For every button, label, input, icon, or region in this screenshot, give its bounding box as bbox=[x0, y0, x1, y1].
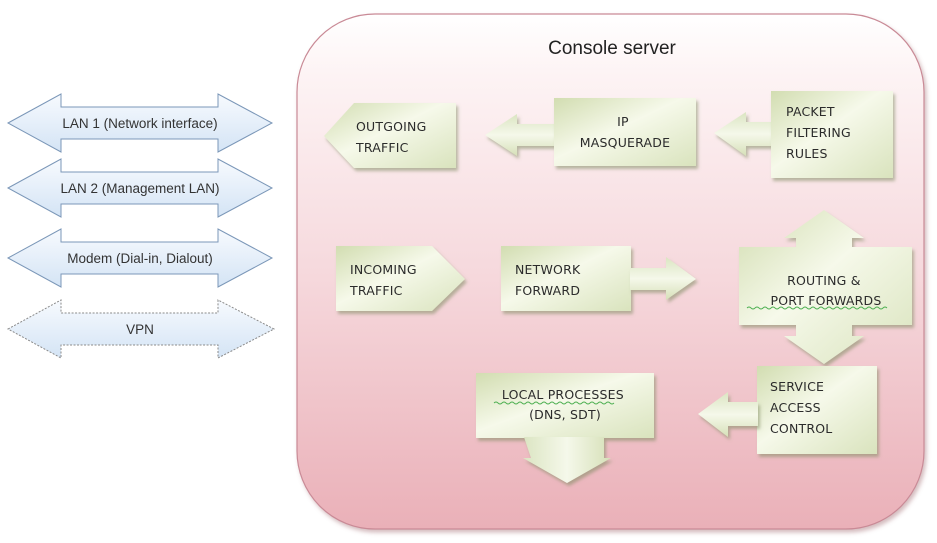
node-ip-masquerade: IP MASQUERADE bbox=[554, 98, 696, 166]
node-label: PACKET FILTERING RULES bbox=[786, 104, 855, 161]
node-service-access-control: SERVICE ACCESS CONTROL bbox=[757, 366, 877, 454]
spellcheck-underline bbox=[746, 306, 888, 310]
node-label: INCOMING TRAFFIC bbox=[349, 262, 421, 298]
double-arrow-icon bbox=[6, 158, 274, 218]
interface-label-modem: Modem (Dial-in, Dialout) bbox=[67, 251, 213, 266]
down-arrow-icon bbox=[523, 437, 611, 483]
right-arrow-icon bbox=[630, 257, 696, 300]
node-routing-port-forwards: ROUTING & PORT FORWARDS bbox=[739, 210, 912, 364]
left-arrow-icon bbox=[714, 112, 774, 156]
left-arrow-icon bbox=[698, 392, 758, 437]
double-arrow-dashed-icon bbox=[6, 299, 276, 359]
node-outgoing-traffic: OUTGOING TRAFFIC bbox=[324, 103, 456, 168]
interface-arrow-lan1: LAN 1 (Network interface) bbox=[6, 93, 274, 153]
interfaces-group: LAN 1 (Network interface) LAN 2 (Managem… bbox=[6, 93, 276, 359]
interface-arrow-vpn: VPN bbox=[6, 299, 276, 359]
up-down-arrow-callout-shape bbox=[739, 210, 912, 364]
double-arrow-icon bbox=[6, 93, 274, 153]
box-shape bbox=[476, 373, 654, 438]
interface-label-lan2: LAN 2 (Management LAN) bbox=[60, 181, 219, 196]
node-label: SERVICE ACCESS CONTROL bbox=[770, 379, 832, 436]
box-shape bbox=[501, 246, 631, 311]
box-shape bbox=[757, 366, 877, 454]
interface-arrow-lan2: LAN 2 (Management LAN) bbox=[6, 158, 274, 218]
interface-label-lan1: LAN 1 (Network interface) bbox=[62, 116, 217, 131]
node-label: ROUTING & PORT FORWARDS bbox=[770, 273, 881, 308]
box-shape bbox=[554, 98, 696, 166]
node-network-forward: NETWORK FORWARD bbox=[501, 246, 631, 311]
node-label: LOCAL PROCESSES (DNS, SDT) bbox=[502, 387, 628, 422]
spellcheck-underline bbox=[493, 401, 615, 405]
node-label: NETWORK FORWARD bbox=[515, 262, 585, 298]
node-local-processes: LOCAL PROCESSES (DNS, SDT) bbox=[476, 373, 654, 438]
pentagon-left-shape bbox=[324, 103, 456, 168]
interface-label-vpn: VPN bbox=[126, 322, 154, 337]
node-packet-filtering-rules: PACKET FILTERING RULES bbox=[771, 91, 893, 178]
left-arrow-icon bbox=[485, 114, 555, 156]
interface-arrow-modem: Modem (Dial-in, Dialout) bbox=[6, 228, 274, 288]
box-shape bbox=[771, 91, 893, 178]
pentagon-right-shape bbox=[336, 246, 465, 311]
node-label: IP MASQUERADE bbox=[580, 114, 670, 150]
node-incoming-traffic: INCOMING TRAFFIC bbox=[336, 246, 465, 311]
double-arrow-icon bbox=[6, 228, 274, 288]
node-label: OUTGOING TRAFFIC bbox=[355, 119, 431, 155]
console-server-title: Console server bbox=[548, 38, 676, 59]
